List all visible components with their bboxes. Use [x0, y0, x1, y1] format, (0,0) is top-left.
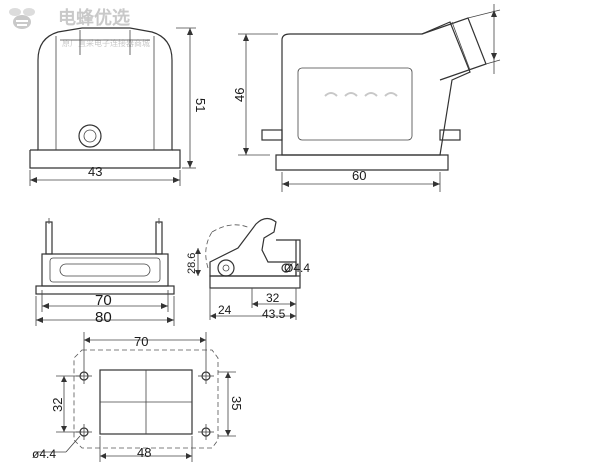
pivot-icon: [217, 259, 235, 277]
latch-hole-label: Ø4.4: [284, 261, 310, 275]
bee-icon: [9, 8, 35, 29]
latch-dim-b-label: 32: [266, 291, 280, 305]
side-length-label: 60: [352, 168, 366, 183]
latch-detail: 28.6 Ø4.4 32 24 43.5: [186, 217, 310, 321]
base-outer-width-label: 80: [95, 309, 112, 326]
latch-height-label: 28.6: [186, 253, 198, 274]
side-view: 46 60: [232, 4, 501, 192]
mounting-view: 70 32 35 48 ø4.4: [32, 332, 244, 462]
mount-height-label: 32: [50, 398, 65, 412]
latch-dim-c-label: 43.5: [262, 307, 286, 321]
latch-dim-a-label: 24: [218, 303, 232, 317]
front-view: 43 51: [29, 27, 208, 186]
front-width-label: 43: [88, 164, 102, 179]
mount-top-width-label: 70: [134, 334, 148, 349]
side-height-label: 46: [232, 88, 247, 102]
front-height-label: 51: [193, 98, 208, 112]
base-view: 70 80: [35, 218, 175, 326]
screw-hole-icon: [78, 124, 102, 148]
mount-hole-label: ø4.4: [32, 447, 56, 461]
watermark-brand: 电蜂优选: [58, 7, 130, 29]
mount-bottom-width-label: 48: [137, 445, 151, 460]
latch-hole-icon: [281, 263, 291, 273]
watermark-logo: 电蜂优选 原厂直采电子连接器商城: [9, 7, 150, 48]
base-inner-width-label: 70: [95, 292, 112, 309]
mount-right-height-label: 35: [229, 396, 244, 410]
watermark-tagline: 原厂直采电子连接器商城: [62, 38, 150, 48]
